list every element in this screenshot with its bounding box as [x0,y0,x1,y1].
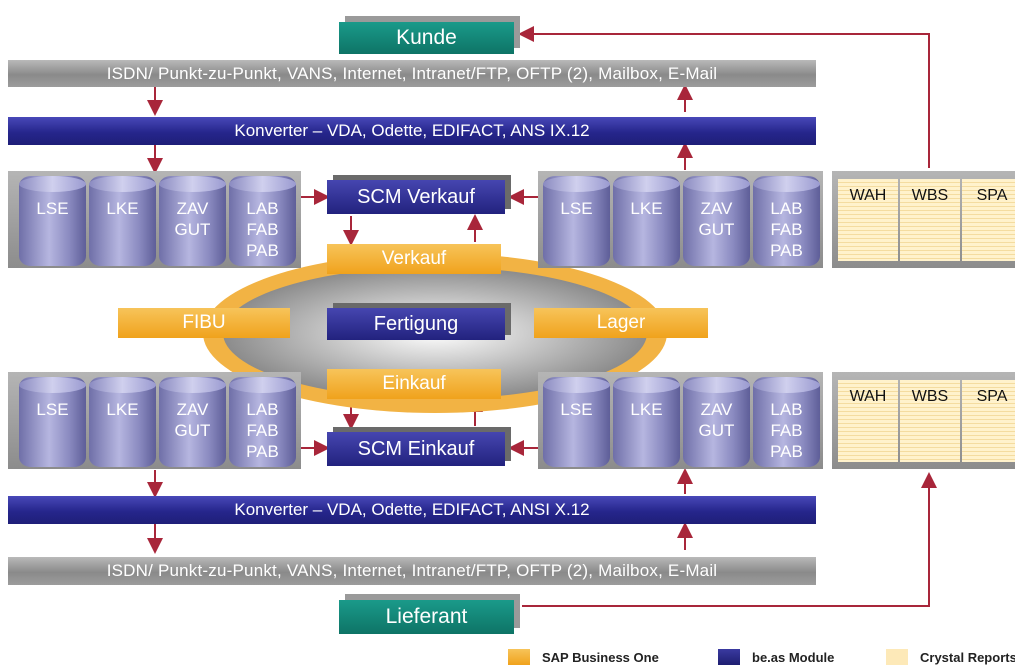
converter-label-bottom: Konverter – VDA, Odette, EDIFACT, ANSI X… [234,500,590,519]
converter-label-top: Konverter – VDA, Odette, EDIFACT, ANS IX… [234,121,590,140]
communication-label-bottom: ISDN/ Punkt-zu-Punkt, VANS, Internet, In… [106,561,718,580]
scm-sales-label: SCM Verkauf [357,185,475,208]
converter-bar-top: Konverter – VDA, Odette, EDIFACT, ANS IX… [8,117,816,145]
database-panel-bottom-left: LSE LKE ZAV GUT LAB FAB PAB [8,372,301,469]
accounting-bar: FIBU [118,308,290,338]
customer-box: Kunde [339,22,514,54]
database-cylinder: LSE [19,176,86,266]
database-cylinder: LSE [19,377,86,467]
database-cylinder: LSE [543,176,610,266]
warehouse-bar: Lager [534,308,708,338]
report-document: WAH [838,179,898,261]
database-cylinder: LKE [89,176,156,266]
database-panel-top-left: LSE LKE ZAV GUT LAB FAB PAB [8,171,301,268]
database-cylinder: ZAV GUT [159,176,226,266]
legend-swatch-sap [508,649,530,665]
database-cylinder: LSE [543,377,610,467]
production-label: Fertigung [373,312,459,335]
supplier-label: Lieferant [385,605,468,628]
database-cylinder: ZAV GUT [159,377,226,467]
converter-bar-bottom: Konverter – VDA, Odette, EDIFACT, ANSI X… [8,496,816,524]
legend-label-beas: be.as Module [752,649,835,665]
report-document: SPA [962,380,1015,462]
database-cylinder: ZAV GUT [683,176,750,266]
report-panel-top: WAH WBS SPA [832,171,1015,268]
legend-label-sap: SAP Business One [542,649,659,665]
database-cylinder: LKE [613,377,680,467]
sales-label: Verkauf [381,248,447,269]
database-cylinder: LAB FAB PAB [229,176,296,266]
warehouse-label: Lager [596,312,646,333]
legend-swatch-crystal [886,649,908,665]
communication-bar-bottom: ISDN/ Punkt-zu-Punkt, VANS, Internet, In… [8,557,816,585]
report-document: WAH [838,380,898,462]
legend-swatch-beas [718,649,740,665]
report-document: SPA [962,179,1015,261]
production-box: Fertigung [327,308,505,340]
database-cylinder: LAB FAB PAB [229,377,296,467]
supplier-box: Lieferant [339,600,514,634]
report-panel-bottom: WAH WBS SPA [832,372,1015,469]
communication-bar-top: ISDN/ Punkt-zu-Punkt, VANS, Internet, In… [8,60,816,87]
database-cylinder: ZAV GUT [683,377,750,467]
scm-purchase-label: SCM Einkauf [357,437,475,460]
scm-sales-box: SCM Verkauf [327,180,505,214]
database-cylinder: LAB FAB PAB [753,377,820,467]
purchase-label: Einkauf [382,373,446,394]
customer-label: Kunde [396,26,457,49]
database-cylinder: LKE [613,176,680,266]
legend-label-crystal: Crystal Reports [920,649,1015,665]
database-cylinder: LKE [89,377,156,467]
report-document: WBS [900,380,960,462]
communication-label-top: ISDN/ Punkt-zu-Punkt, VANS, Internet, In… [106,63,718,83]
scm-purchase-box: SCM Einkauf [327,432,505,466]
database-panel-top-right: LSE LKE ZAV GUT LAB FAB PAB [538,171,823,268]
legend: SAP Business One be.as Module Crystal Re… [508,648,1015,666]
accounting-label: FIBU [182,312,226,333]
database-panel-bottom-right: LSE LKE ZAV GUT LAB FAB PAB [538,372,823,469]
report-document: WBS [900,179,960,261]
sales-bar: Verkauf [327,244,501,274]
database-cylinder: LAB FAB PAB [753,176,820,266]
purchase-bar: Einkauf [327,369,501,399]
